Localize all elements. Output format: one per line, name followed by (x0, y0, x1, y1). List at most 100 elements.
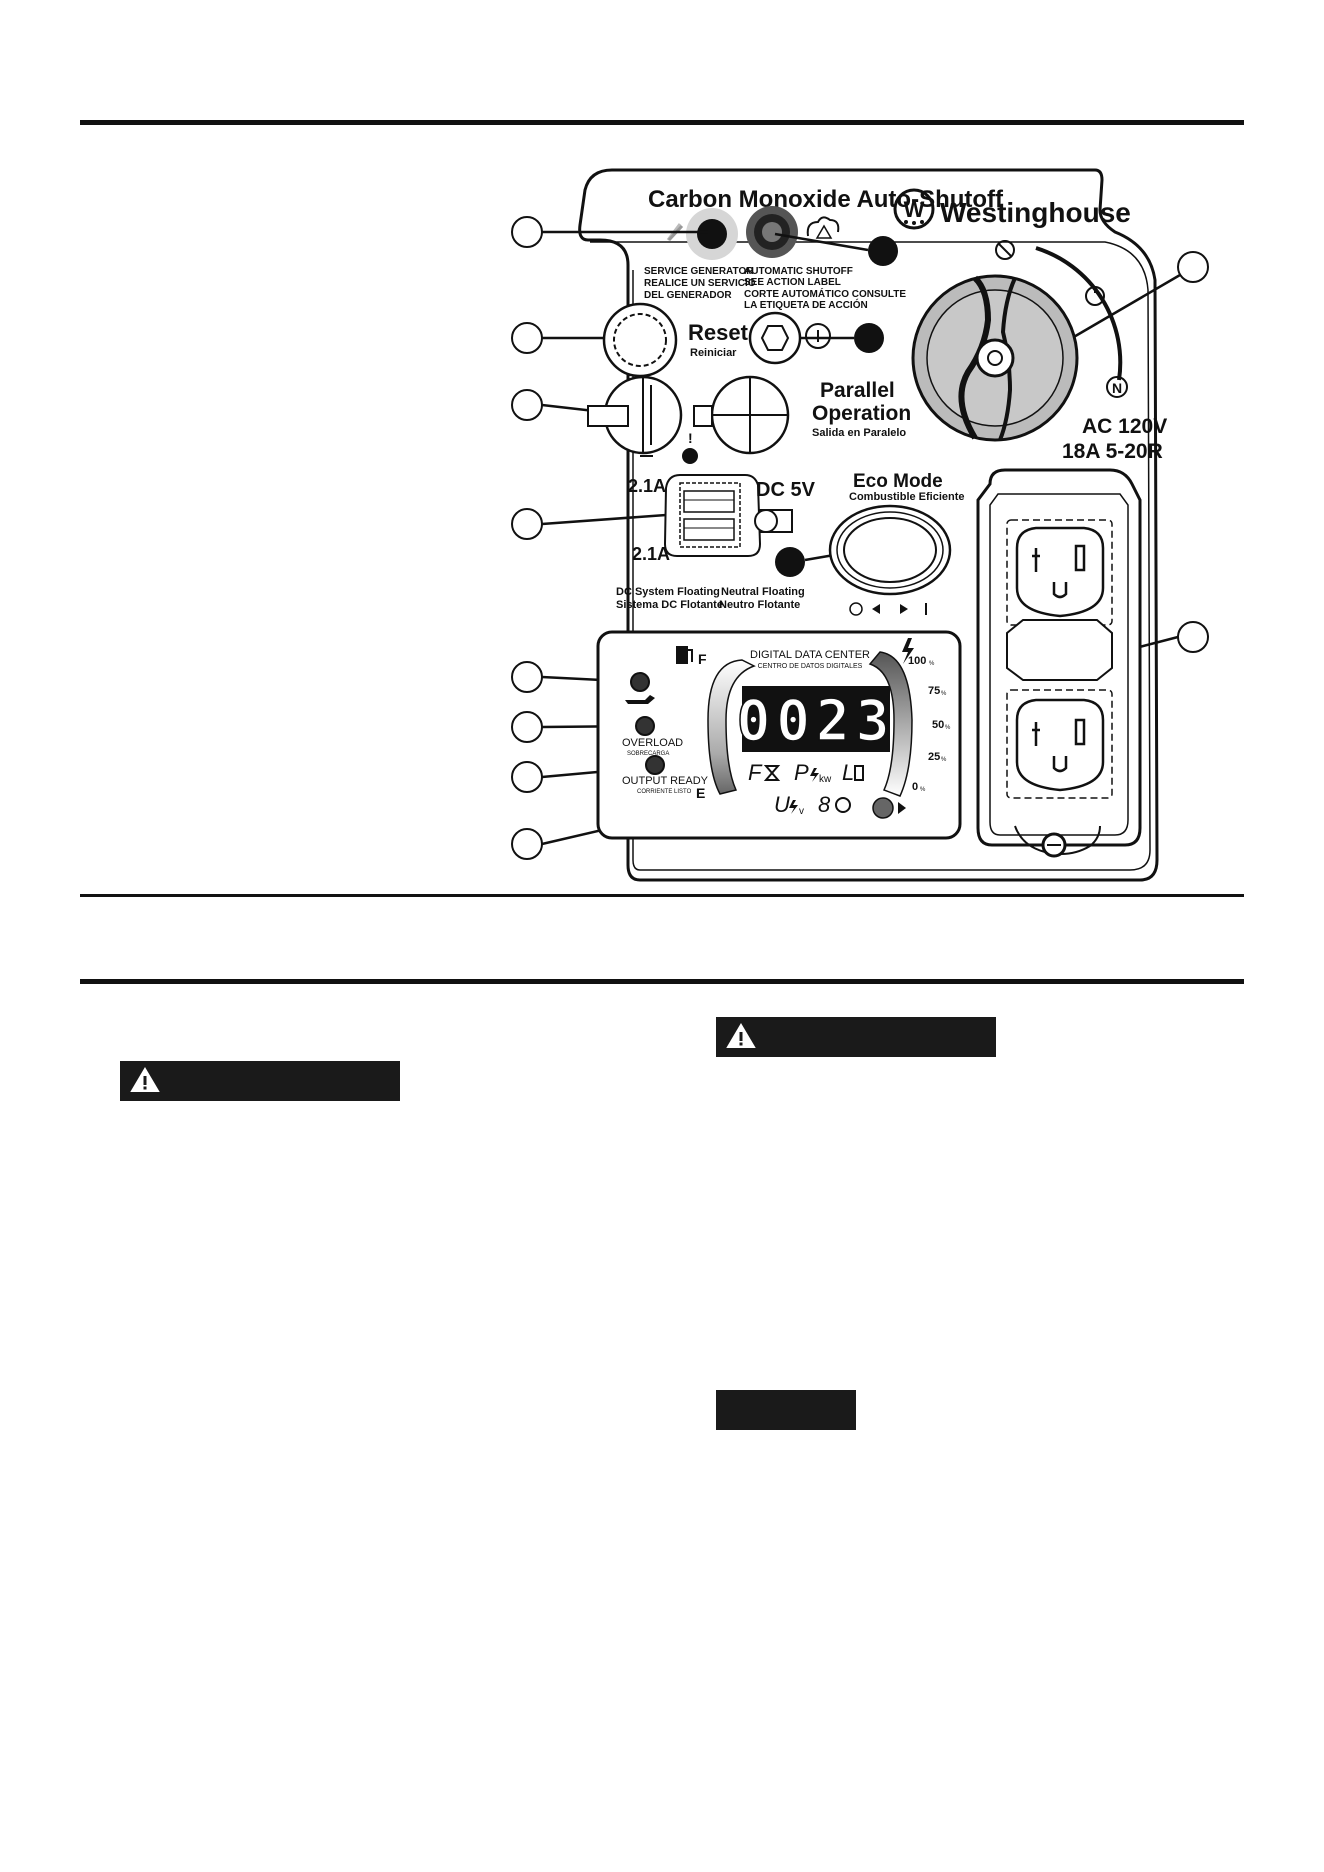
ac-outlet-top[interactable] (1006, 519, 1113, 626)
mode-p-symbol: P (794, 760, 809, 785)
choke-icon (995, 240, 1015, 260)
callout-2 (511, 322, 612, 354)
warning-triangle-icon: ! (688, 430, 693, 446)
mode-v-unit: v (799, 806, 804, 817)
display-title: DIGITAL DATA CENTER (750, 649, 870, 661)
callout-11 (1059, 251, 1209, 347)
reset-label-es: Reiniciar (690, 347, 737, 359)
fuel-pump-icon (676, 646, 693, 664)
mode-8-symbol: 8 (818, 792, 831, 817)
warning-bar-left (120, 1061, 400, 1101)
grounding-icon (682, 448, 698, 464)
eco-mode-label-es: Combustible Eficiente (849, 491, 965, 503)
info-icon (805, 323, 831, 349)
eco-mode-switch-icons (849, 602, 927, 616)
co-reset-bolt[interactable] (748, 311, 802, 365)
load-75-label: 75 (928, 685, 940, 697)
oil-can-icon (625, 695, 655, 704)
mode-f-symbol: F (748, 760, 763, 785)
load-50-label: 50 (932, 719, 944, 731)
load-0-pct: % (920, 787, 926, 793)
fuel-empty-label: E (696, 785, 705, 801)
power-bolt-icon (810, 768, 819, 782)
engine-switch-knob[interactable] (911, 274, 1079, 442)
load-0-label: 0 (912, 781, 918, 793)
auto-shutoff-label-es-2: LA ETIQUETA DE ACCIÓN (744, 298, 868, 311)
overload-label: OVERLOAD (622, 737, 683, 749)
eco-mode-button[interactable] (828, 504, 952, 596)
mode-l-symbol: L (842, 760, 854, 785)
mode-kw-unit: kw (819, 774, 832, 785)
play-arrow-icon (898, 802, 906, 814)
callout-9 (774, 232, 898, 266)
runtime-timer-icon (835, 797, 851, 813)
fuel-gauge-arc (707, 659, 756, 795)
parallel-terminal-right[interactable] (693, 375, 790, 455)
usb-ports[interactable] (663, 474, 762, 557)
brand-name: Westinghouse (940, 197, 1131, 228)
warning-icon (130, 1067, 160, 1092)
warning-icon (726, 1023, 756, 1048)
mode-u-symbol: U (774, 792, 790, 817)
service-generator-indicator (666, 208, 738, 260)
outlet-divider (1006, 619, 1113, 681)
lcd-digits: 0023 (737, 689, 896, 754)
callout-1 (511, 216, 708, 248)
low-oil-led (630, 672, 650, 692)
auto-shutoff-label-es-1: CORTE AUTOMÁTICO CONSULTE (744, 287, 906, 300)
load-100-pct: % (929, 661, 935, 667)
voltage-bolt-icon (789, 800, 798, 814)
output-ready-label: OUTPUT READY (622, 775, 709, 787)
display-title-es: CENTRO DE DATOS DIGITALES (758, 663, 863, 670)
load-25-label: 25 (928, 751, 940, 763)
svg-text:W: W (904, 197, 925, 222)
dc-floating-label-2: Sistema DC Flotante (616, 599, 723, 611)
eco-mode-label: Eco Mode (853, 471, 943, 492)
parallel-label-1: Parallel (820, 379, 895, 402)
parallel-label-2: Operation (812, 402, 911, 425)
neutral-floating-label-2: Neutro Flotante (719, 599, 800, 611)
auto-shutoff-label-2: SEE ACTION LABEL (744, 277, 841, 288)
output-ready-label-es: CORRIENTE LISTO (637, 789, 692, 795)
load-25-pct: % (941, 757, 947, 763)
warning-bar-right (716, 1017, 996, 1057)
display-mode-button[interactable] (872, 797, 894, 819)
usb-bottom-rating: 2.1A (632, 544, 670, 564)
load-100-label: 100 (908, 655, 926, 667)
dc-ground-terminal[interactable] (754, 509, 793, 533)
ac-rating-label-2: 18A 5-20R (1062, 440, 1163, 463)
notice-bar (716, 1390, 856, 1430)
control-panel-diagram: Carbon Monoxide Auto-Shutoff W Westingho… (511, 168, 1209, 882)
ac-outlet-bottom[interactable] (1006, 689, 1113, 799)
output-ready-led (645, 755, 665, 775)
callout-4 (511, 508, 681, 540)
service-generator-label: SERVICE GENERATOR (644, 266, 754, 277)
panel-inner-outline (590, 241, 1151, 871)
dc-output-label: DC 5V (756, 479, 816, 501)
overload-led (635, 716, 655, 736)
fuel-level-icon (854, 765, 864, 781)
section-rule (80, 979, 1244, 984)
co-warning-icon (806, 216, 840, 239)
load-gauge-arc (868, 651, 913, 797)
neutral-floating-label-1: Neutral Floating (721, 586, 805, 598)
svg-text:!: ! (688, 430, 693, 446)
westinghouse-logo: W (893, 188, 935, 230)
top-rule (80, 120, 1244, 125)
dc-floating-label-1: DC System Floating (616, 586, 720, 598)
parallel-label-es: Salida en Paralelo (812, 427, 906, 439)
lightning-icon (902, 638, 914, 664)
lcd-screen (742, 686, 890, 752)
power-off-icon: N (1106, 376, 1128, 398)
usb-top-rating: 2.1A (628, 476, 666, 496)
auto-shutoff-label-1: AUTOMATIC SHUTOFF (744, 266, 853, 277)
service-generator-label-es-2: DEL GENERADOR (644, 290, 732, 301)
overload-label-es: SOBRECARGA (627, 751, 669, 757)
parallel-terminal-left[interactable] (587, 375, 683, 457)
service-generator-label-es-1: REALICE UN SERVICIO (644, 278, 756, 289)
hourglass-icon (763, 765, 781, 781)
load-50-pct: % (945, 725, 951, 731)
svg-text:N: N (1112, 380, 1122, 396)
reset-button[interactable] (602, 302, 678, 378)
reset-label: Reset (688, 320, 749, 345)
